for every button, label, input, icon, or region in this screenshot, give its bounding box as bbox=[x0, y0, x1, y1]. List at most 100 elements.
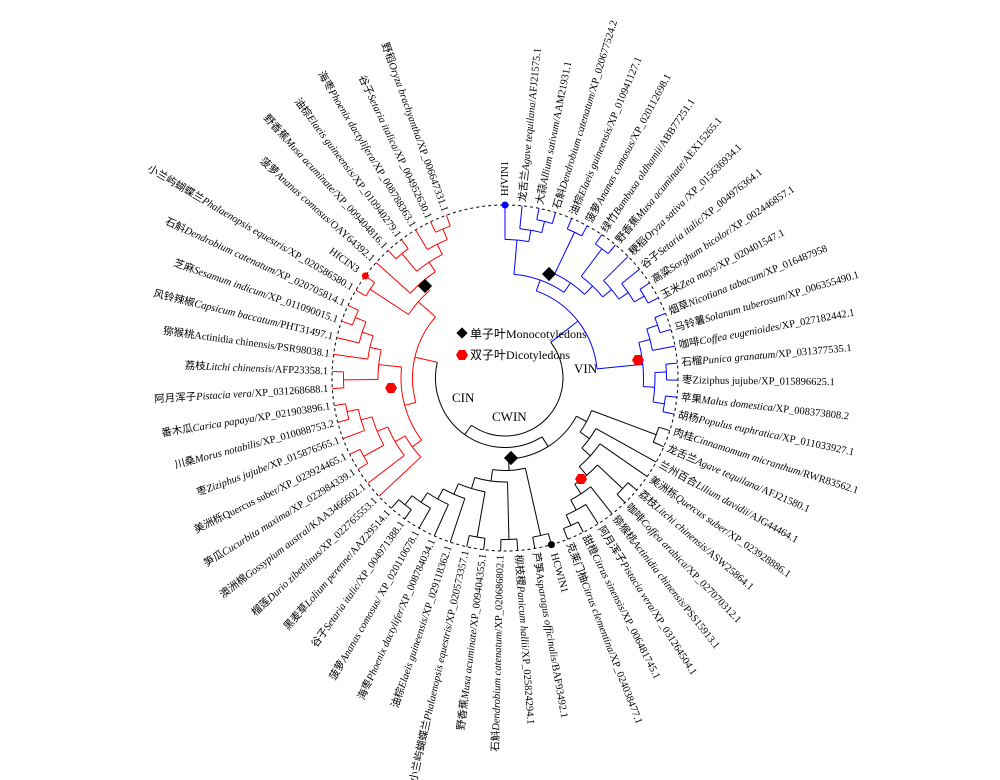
branch bbox=[418, 507, 431, 529]
leaf-id: HfVIN1 bbox=[500, 161, 511, 196]
query-gene-dot-icon bbox=[547, 541, 555, 549]
branch bbox=[363, 444, 385, 457]
branch bbox=[332, 387, 344, 390]
leaf-acc: XP_009404355.1 bbox=[468, 553, 488, 628]
leaf-acc: XP_011033927.1 bbox=[781, 432, 855, 458]
branch bbox=[375, 262, 411, 294]
leaf-sci: Coffea eugenioides bbox=[699, 321, 780, 347]
leaf-label: 阿月浑子Pistacia vera/XP_031268688.1 bbox=[154, 381, 329, 405]
branch-arc bbox=[404, 435, 422, 458]
branch bbox=[580, 248, 603, 277]
branch-arc bbox=[371, 416, 385, 446]
leaf-sci: Asparagus officinalis bbox=[533, 571, 559, 662]
leaf-separator: / bbox=[799, 467, 805, 478]
leaf-sci: Ziziphus jujube bbox=[205, 462, 270, 495]
leaf-separator: / bbox=[373, 595, 384, 603]
clade-label-cwin: CWIN bbox=[492, 409, 527, 424]
leaf-separator: / bbox=[468, 626, 479, 630]
branch bbox=[524, 468, 542, 536]
leaf-separator: / bbox=[287, 506, 295, 517]
clade-label-cin: CIN bbox=[452, 390, 475, 405]
legend: 单子叶Monocotyledons 双子叶Dicotyledons bbox=[456, 327, 587, 362]
branch-arc bbox=[639, 289, 649, 304]
leaf-cn: 枣 bbox=[195, 483, 210, 498]
branch bbox=[566, 218, 573, 230]
leaf-label: 荔枝Litchi chinensis/AFP23358.1 bbox=[184, 358, 328, 376]
legend-dicot-hexagon-icon bbox=[456, 350, 468, 360]
leaf-separator: / bbox=[679, 601, 689, 610]
branch bbox=[581, 447, 591, 457]
branch bbox=[401, 253, 418, 272]
branch bbox=[333, 353, 368, 360]
query-gene-label: HfVIN1 bbox=[500, 161, 511, 196]
branch bbox=[519, 205, 523, 229]
leaf-separator: / bbox=[726, 224, 735, 235]
leaf-separator: / bbox=[519, 647, 530, 651]
leaf-separator: / bbox=[276, 318, 281, 329]
branch bbox=[376, 426, 388, 432]
leaf-acc: AFP23358.1 bbox=[275, 364, 329, 377]
branch-arc bbox=[570, 486, 592, 501]
leaf-sci: Litchi chinensis bbox=[204, 361, 272, 375]
leaf-acc: PSS15913.1 bbox=[681, 604, 722, 651]
branch bbox=[355, 317, 367, 323]
leaf-sci: Capsicum baccatum bbox=[193, 298, 279, 329]
leaf-separator: / bbox=[274, 341, 278, 352]
leaf-acc: AAM21931.1 bbox=[552, 60, 574, 120]
leaf-id: HCWIN1 bbox=[549, 552, 571, 594]
branch bbox=[355, 289, 367, 297]
branch bbox=[528, 230, 532, 242]
branch bbox=[349, 448, 361, 455]
branch bbox=[430, 221, 437, 233]
branch bbox=[597, 464, 623, 490]
branch bbox=[665, 395, 677, 398]
leaf-sci: Phalaenopsis equestris bbox=[422, 624, 454, 722]
branch bbox=[579, 431, 590, 440]
monocot-node-marker-vin bbox=[541, 266, 557, 282]
branch bbox=[464, 424, 472, 435]
leaf-separator: / bbox=[723, 527, 732, 538]
branch bbox=[652, 345, 676, 351]
leaf-separator: / bbox=[527, 99, 538, 103]
branch bbox=[541, 221, 546, 233]
branch-arc bbox=[603, 280, 620, 300]
leaf-separator: / bbox=[682, 562, 692, 572]
branch-arc bbox=[471, 342, 564, 437]
leaf-acc: RWR83562.1 bbox=[802, 468, 860, 496]
branch bbox=[603, 256, 629, 282]
branch bbox=[490, 469, 494, 482]
branch bbox=[607, 244, 616, 255]
branch-arc bbox=[410, 271, 436, 294]
branch bbox=[577, 521, 584, 533]
leaf-separator: / bbox=[420, 614, 431, 620]
leaf-separator: / bbox=[391, 147, 402, 154]
branch bbox=[647, 297, 659, 304]
leaf-cn: 野香蕉 bbox=[455, 698, 471, 731]
leaf-sci: Musa acuminate bbox=[459, 629, 479, 701]
leaf-acc: XP_021903896.1 bbox=[257, 401, 332, 424]
leaf-cn: 龙舌兰 bbox=[665, 441, 699, 465]
branch-arc bbox=[652, 372, 656, 403]
leaf-cn: 小兰屿蝴蝶兰 bbox=[406, 719, 433, 780]
leaf-sci: Pistacia vera bbox=[195, 388, 252, 402]
leaf-acc: PSR98038.1 bbox=[277, 341, 331, 359]
leaf-separator: / bbox=[698, 213, 707, 223]
leaf-separator: / bbox=[316, 546, 326, 556]
leaf-separator: / bbox=[346, 550, 356, 559]
leaf-acc: XP_010941127.1 bbox=[606, 55, 644, 127]
branch bbox=[334, 403, 346, 407]
leaf-cn: 石斛 bbox=[488, 730, 502, 752]
leaf-separator: / bbox=[284, 244, 292, 255]
branch bbox=[346, 408, 359, 413]
clade-label-vin: VIN bbox=[574, 361, 598, 376]
branch bbox=[516, 539, 519, 551]
leaf-sci: Actinidia chinensis bbox=[629, 538, 688, 609]
branch bbox=[653, 441, 664, 448]
leaf-cn: 风铃辣椒 bbox=[152, 286, 196, 309]
leaf-cn: 咖啡 bbox=[678, 335, 701, 351]
leaf-separator: / bbox=[758, 376, 761, 387]
leaf-cn: 马铃薯 bbox=[673, 312, 707, 333]
branch bbox=[361, 331, 374, 337]
branch bbox=[599, 443, 648, 477]
